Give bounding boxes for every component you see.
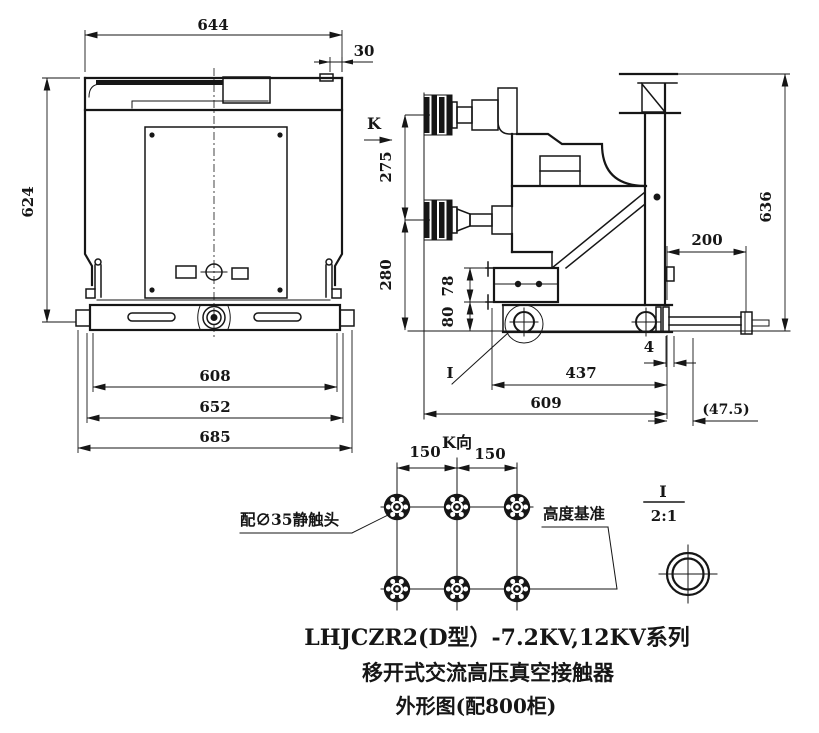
detail-callout-circle: [504, 304, 544, 344]
contact-top-1: [382, 492, 412, 522]
title-block: LHJCZR2(D型）-7.2KV,12KV系列 移开式交流高压真空接触器 外形…: [304, 625, 690, 718]
dim-label-47-5: (47.5): [702, 402, 749, 418]
top-rail-bar: [96, 80, 223, 85]
lower-bushing: [405, 199, 513, 241]
dim-275-280: 275 280: [377, 114, 409, 331]
dim-label-280: 280: [377, 259, 395, 290]
front-view: 644 30 624 608 652: [19, 16, 374, 453]
dim-78-80: 78 80: [439, 267, 488, 332]
label-detail-i: I: [446, 364, 453, 382]
dim-685: 685: [77, 330, 353, 453]
lower-bracket: [485, 261, 560, 310]
dim-437: 437: [491, 308, 668, 419]
dim-636: 636: [678, 73, 790, 332]
contact-bottom-3: [502, 574, 532, 604]
dim-4: 4: [644, 336, 696, 367]
title-line-2: 移开式交流高压真空接触器: [362, 660, 615, 685]
dim-608: 608: [92, 333, 338, 392]
dim-label-608: 608: [199, 367, 230, 385]
right-hook: [325, 258, 342, 299]
dim-label-624: 624: [19, 186, 37, 217]
dim-label-644: 644: [197, 16, 228, 34]
title-line-3: 外形图(配800柜): [396, 694, 557, 718]
contact-note: 配∅35静触头: [239, 510, 389, 534]
datum-note: 高度基准: [541, 504, 618, 590]
detail-scale: 2:1: [651, 507, 677, 525]
contact-bottom-2: [442, 574, 472, 604]
dim-label-30: 30: [354, 42, 375, 60]
label-k-view: K向: [442, 433, 472, 452]
side-view: K 275 280 78 80 200: [364, 72, 791, 426]
dim-label-609: 609: [530, 394, 561, 412]
contact-top-3: [502, 492, 532, 522]
detail-leader: I: [446, 332, 509, 385]
dim-652: 652: [86, 333, 344, 423]
dim-150-pair: 150 150: [396, 443, 518, 472]
contactor-body: [510, 132, 648, 270]
dim-label-437: 437: [565, 364, 596, 382]
dim-label-200: 200: [691, 231, 722, 249]
note-height-datum: 高度基准: [543, 504, 606, 523]
dim-label-150-right: 150: [474, 445, 505, 463]
dim-label-685: 685: [199, 428, 230, 446]
base-rail: [75, 303, 355, 332]
dim-label-80: 80: [439, 307, 457, 328]
contact-top-2: [442, 492, 472, 522]
dim-label-275: 275: [377, 151, 395, 182]
dim-200: 200: [666, 231, 747, 312]
dim-624: 624: [19, 77, 80, 323]
note-static-contact: 配∅35静触头: [240, 510, 340, 529]
dim-644: 644: [84, 16, 343, 72]
dim-609: 609: [423, 394, 668, 418]
contact-bottom-1: [382, 574, 412, 604]
dim-30: 30: [314, 42, 374, 72]
dim-label-636: 636: [757, 191, 775, 222]
dim-label-150-left: 150: [409, 443, 440, 461]
mechanism-panel: [144, 126, 288, 299]
dim-47-5: (47.5): [648, 338, 758, 426]
side-base: [407, 303, 791, 344]
k-direction-view: 150 150 K向 配∅35静触头 高度基准: [239, 433, 618, 611]
top-box: [222, 76, 271, 104]
detail-view: I 2:1: [643, 482, 718, 604]
traction-arm: [668, 311, 770, 335]
detail-label-i: I: [659, 482, 666, 501]
base-center-pin: [202, 305, 226, 330]
view-direction-k: K: [364, 114, 393, 144]
label-k: K: [367, 114, 382, 133]
rear-panel: [618, 72, 682, 307]
upper-bushing: [405, 87, 518, 136]
left-hook: [85, 258, 102, 299]
top-right-tab: [319, 73, 334, 82]
dim-label-78: 78: [439, 276, 457, 297]
dim-label-652: 652: [199, 398, 230, 416]
dim-label-4: 4: [644, 338, 654, 356]
title-line-1: LHJCZR2(D型）-7.2KV,12KV系列: [304, 625, 690, 651]
